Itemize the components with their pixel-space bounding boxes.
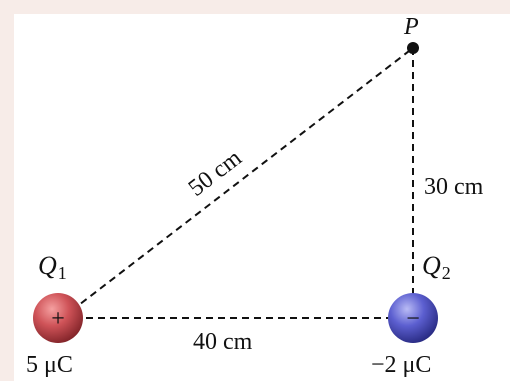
distance-vertical-label: 30 cm [424,174,484,200]
charge2-sphere [388,293,438,343]
charge2-label-main: Q [422,251,441,280]
charge2-value: −2 μC [371,352,431,378]
charge2-sign: − [406,306,420,332]
distance-horizontal-label: 40 cm [193,329,253,355]
charge2-label-sub: 2 [442,263,451,283]
charge1-label-main: Q [38,251,57,280]
point-p-dot [407,42,419,54]
point-p-label: P [403,14,419,40]
charge1-label-sub: 1 [58,263,67,283]
charge1-label: Q1 [38,251,67,283]
hypotenuse-line [61,47,414,319]
page-margin-top [0,0,510,14]
charge1-value: 5 μC [26,352,73,378]
page-margin-left [0,0,14,381]
charge2-label: Q2 [422,251,451,283]
charge1-sphere [33,293,83,343]
distance-hypotenuse-label: 50 cm [184,145,247,202]
charge1-sign: + [51,306,65,332]
